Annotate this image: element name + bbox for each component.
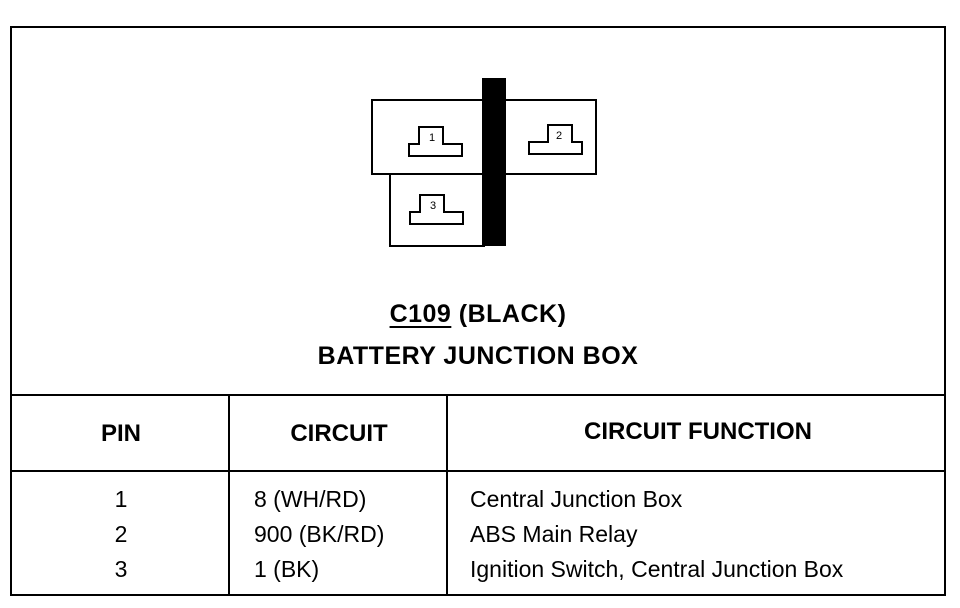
cavity-label-3: 3 [430, 200, 436, 212]
function-cell: Ignition Switch, Central Junction Box [470, 556, 844, 582]
function-column: Central Junction Box ABS Main Relay Igni… [470, 482, 843, 587]
column-divider [446, 396, 448, 596]
header-pin: PIN [100, 420, 141, 447]
pin-cell: 1 [114, 486, 128, 512]
function-cell: Central Junction Box [470, 486, 683, 512]
circuit-cell: 8 (WH/RD) [254, 486, 367, 512]
pin-cell: 2 [114, 521, 128, 547]
connector-id: C109 [389, 300, 452, 328]
circuit-column: 8 (WH/RD) 900 (BK/RD) 1 (BK) [254, 482, 384, 587]
connector-location: BATTERY JUNCTION BOX [317, 342, 639, 370]
housing-upper-right [503, 99, 597, 175]
terminal-2-icon [528, 124, 583, 155]
circuit-cell: 900 (BK/RD) [254, 521, 385, 547]
header-circuit: CIRCUIT [290, 420, 388, 447]
terminal-3-icon [409, 194, 464, 225]
pin-cell: 3 [114, 556, 128, 582]
connector-chart-frame: 1 2 3 C109 (BLACK) BATTERY JUNCTION BOX … [10, 26, 946, 596]
connector-diagram-panel: 1 2 3 C109 (BLACK) BATTERY JUNCTION BOX [12, 28, 944, 394]
terminal-1-icon [408, 126, 463, 157]
locking-bar [482, 78, 506, 246]
connector-title: C109 (BLACK) [12, 300, 944, 329]
header-divider [12, 470, 944, 472]
housing-lower [389, 173, 485, 247]
header-circuit-function: CIRCUIT FUNCTION [584, 418, 812, 445]
connector-color: (BLACK) [458, 300, 567, 328]
cavity-label-2: 2 [556, 130, 562, 142]
pinout-table: PIN CIRCUIT CIRCUIT FUNCTION 1 2 3 8 (WH… [12, 396, 944, 596]
column-divider [228, 396, 230, 596]
connector-face-drawing: 1 2 3 [371, 78, 597, 247]
pin-column: 1 2 3 [12, 482, 230, 587]
circuit-cell: 1 (BK) [254, 556, 320, 582]
function-cell: ABS Main Relay [470, 521, 638, 547]
cavity-label-1: 1 [429, 132, 435, 144]
section-divider [12, 394, 944, 396]
